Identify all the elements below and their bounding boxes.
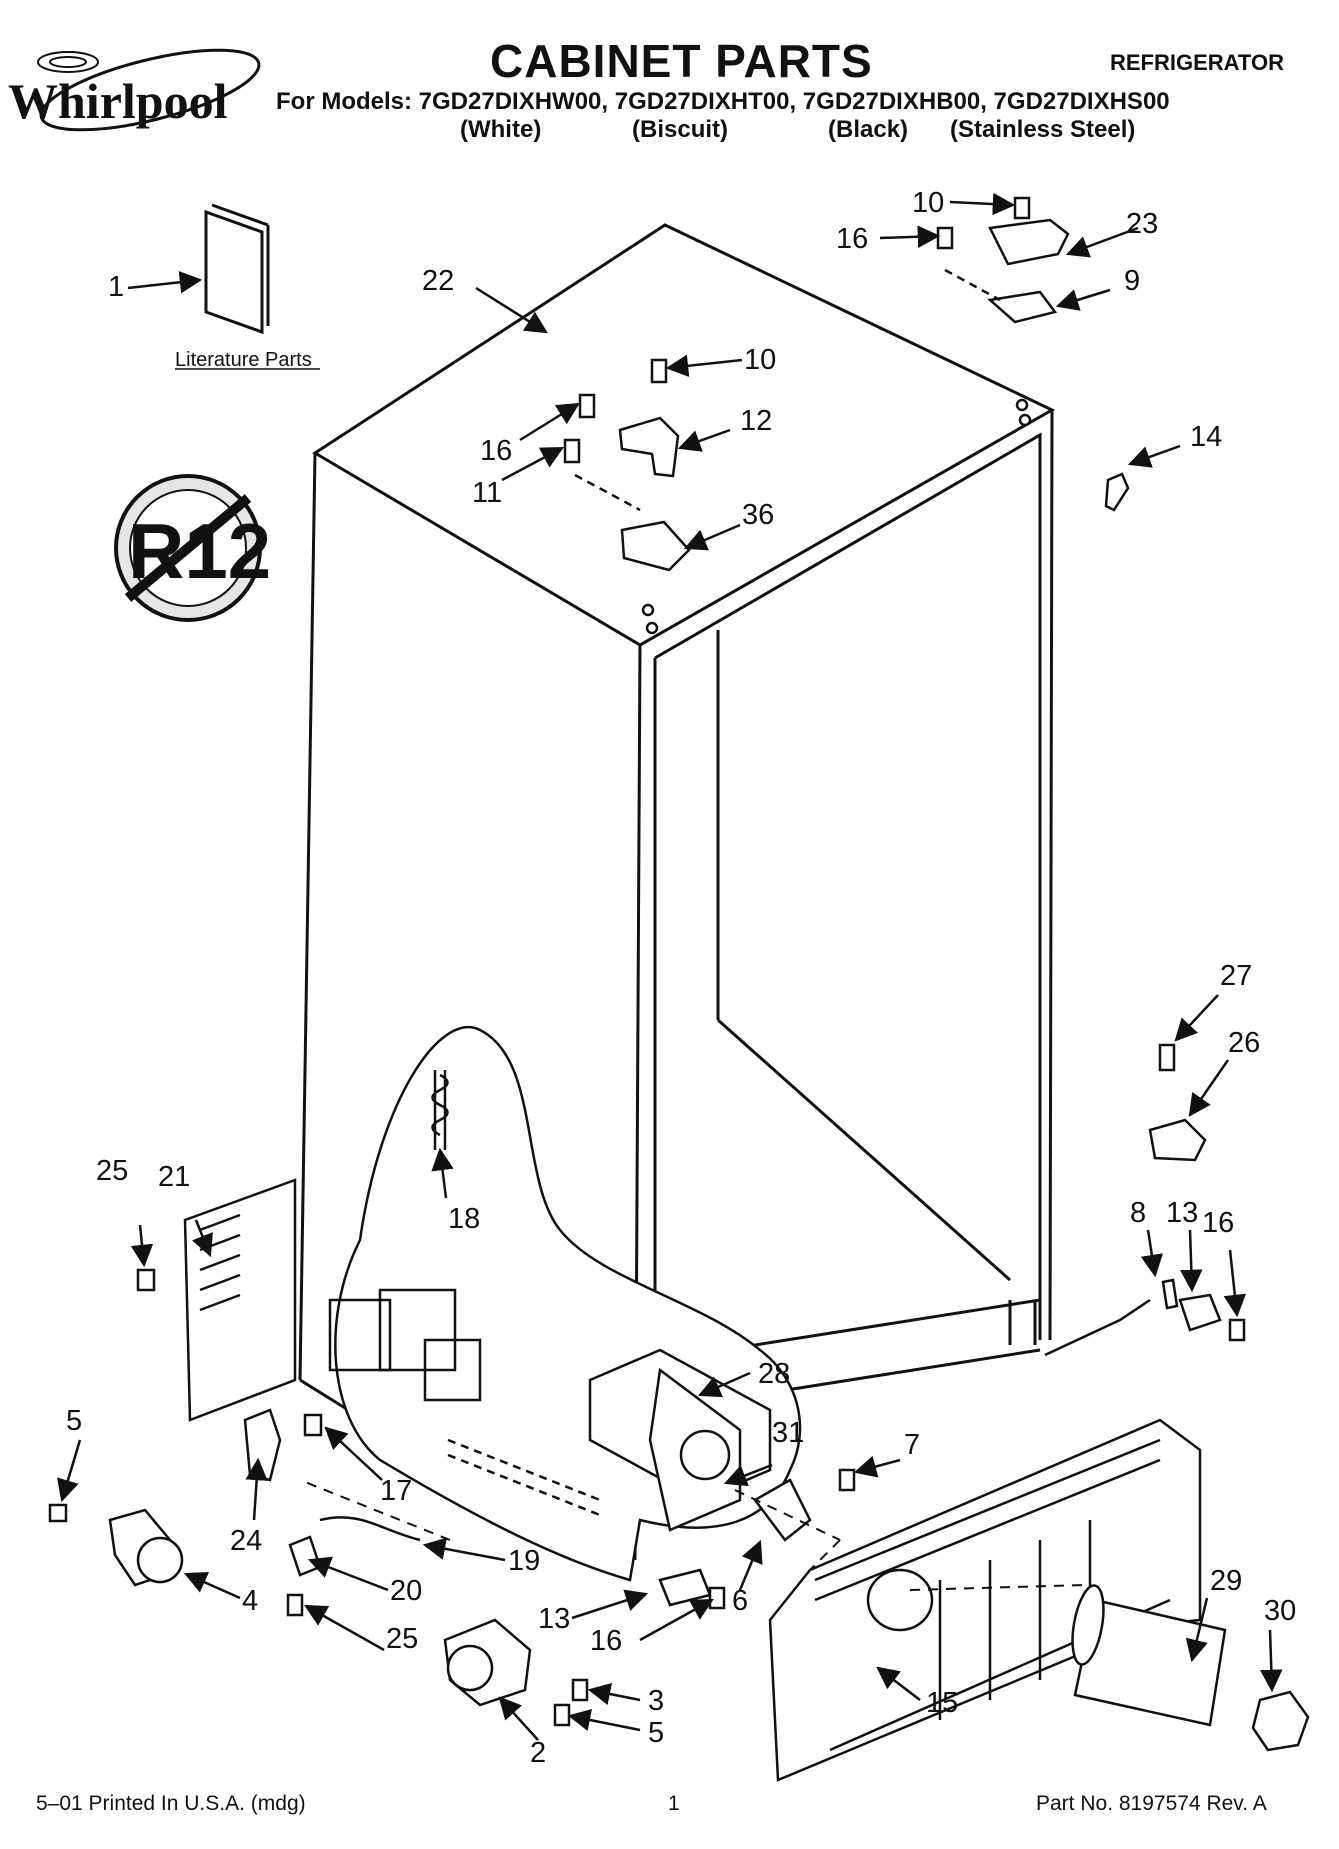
bottom-hardware	[443, 1468, 856, 1727]
callout: 28	[758, 1358, 790, 1390]
top-left-hinge-assembly	[563, 358, 691, 635]
callout: 21	[158, 1161, 190, 1193]
category-label: REFRIGERATOR	[1110, 50, 1284, 75]
footer-print-info: 5–01 Printed In U.S.A. (mdg)	[36, 1792, 306, 1815]
callout: 10	[744, 344, 776, 376]
callout-numbers: 1 22 10 16 23 9 10 16 12 11 36 14 27 26 …	[66, 187, 1296, 1769]
callout: 27	[1220, 960, 1252, 992]
callout: 5	[648, 1717, 664, 1749]
callout: 16	[1202, 1207, 1234, 1239]
callout: 15	[926, 1687, 958, 1719]
footer-part-number: Part No. 8197574 Rev. A	[1036, 1792, 1267, 1815]
right-side-hardware	[1044, 1043, 1246, 1357]
callout: 20	[390, 1575, 422, 1607]
callout: 30	[1264, 1595, 1296, 1627]
variant-white: (White)	[460, 116, 542, 143]
whirlpool-logo: Whirlpool	[0, 40, 265, 150]
callout: 16	[836, 223, 868, 255]
callout: 12	[740, 405, 772, 437]
callout: 4	[242, 1585, 258, 1617]
callout: 36	[742, 499, 774, 531]
callout: 18	[448, 1203, 480, 1235]
variant-biscuit: (Biscuit)	[632, 116, 728, 143]
top-right-hinge-assembly	[936, 196, 1070, 427]
callout: 13	[1166, 1197, 1198, 1229]
callout: 23	[1126, 208, 1158, 240]
callout: 29	[1210, 1565, 1242, 1597]
page-title: CABINET PARTS	[490, 35, 873, 87]
dashed-guide-lines	[299, 1479, 1086, 1591]
callout: 6	[732, 1585, 748, 1617]
callout: 5	[66, 1405, 82, 1437]
filter-cartridge-29	[1071, 1584, 1227, 1727]
callout: 1	[108, 271, 124, 303]
callout: 19	[508, 1545, 540, 1577]
brand-wordmark: Whirlpool	[8, 73, 228, 129]
grille-15	[768, 1418, 1202, 1782]
filter-cap-30	[1251, 1690, 1310, 1752]
callout: 3	[648, 1685, 664, 1717]
callout: 8	[1130, 1197, 1146, 1229]
callout: 25	[386, 1623, 418, 1655]
callout: 7	[904, 1429, 920, 1461]
callout: 9	[1124, 265, 1140, 297]
callout: 14	[1190, 421, 1222, 453]
footer-page-number: 1	[668, 1792, 680, 1815]
callout: 11	[472, 477, 502, 509]
variant-stainless: (Stainless Steel)	[950, 116, 1136, 143]
callout: 16	[590, 1625, 622, 1657]
callout: 26	[1228, 1027, 1260, 1059]
filter-housing-28	[588, 1348, 772, 1532]
leader-arrows	[57, 192, 1283, 1741]
no-r12-symbol: R12	[114, 474, 271, 622]
callout: 16	[480, 435, 512, 467]
callout: 17	[380, 1475, 412, 1507]
models-line: For Models: 7GD27DIXHW00, 7GD27DIXHT00, …	[276, 88, 1170, 115]
variant-black: (Black)	[828, 116, 909, 143]
callout: 13	[538, 1603, 570, 1635]
callout: 10	[912, 187, 944, 219]
literature-caption: Literature Parts	[175, 349, 312, 371]
callout: 25	[96, 1155, 128, 1187]
callout: 31	[772, 1417, 804, 1449]
callout: 24	[230, 1525, 262, 1557]
part-14-clip	[1104, 472, 1130, 512]
callout: 22	[422, 265, 454, 297]
literature-part: Literature Parts	[175, 203, 320, 371]
callout: 2	[530, 1737, 546, 1769]
